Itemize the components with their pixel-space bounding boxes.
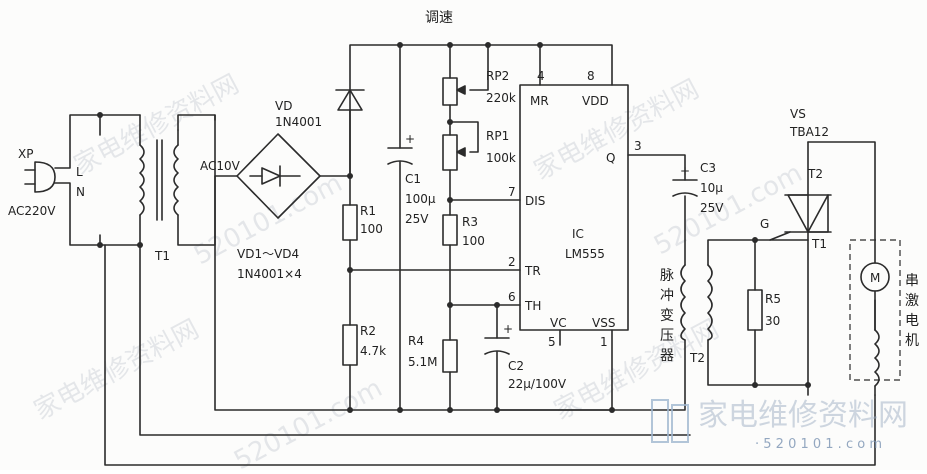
c3-plus: + bbox=[680, 164, 690, 178]
r3-value: 100 bbox=[462, 234, 485, 248]
triac-vs: VS TBA12 T2 G T1 bbox=[760, 107, 832, 251]
c1-plus: + bbox=[405, 132, 415, 146]
t1-label: T1 bbox=[154, 249, 170, 263]
pin5-number: 5 bbox=[548, 335, 556, 349]
pin6-number: 6 bbox=[508, 290, 516, 304]
r5-value: 30 bbox=[765, 314, 780, 328]
t2-xfmr-label: T2 bbox=[689, 351, 705, 365]
pin-vss: VSS bbox=[592, 316, 615, 330]
mains-plug: XP L N AC220V bbox=[8, 147, 85, 218]
ic-part-label: LM555 bbox=[565, 247, 605, 261]
motor-m-label: M bbox=[870, 271, 880, 285]
watermark-text: 家电维修资料网 bbox=[29, 314, 204, 426]
motor-char4: 机 bbox=[905, 333, 919, 349]
rp1-label: RP1 bbox=[486, 129, 509, 143]
capacitor-c3: + C3 10μ 25V bbox=[672, 161, 724, 215]
brand-watermark: 家电维修资料网 · 5 2 0 1 0 1 . c o m bbox=[651, 398, 908, 452]
plug-label: XP bbox=[18, 147, 33, 161]
vd-part-label: 1N4001 bbox=[275, 115, 322, 129]
r3-label: R3 bbox=[462, 215, 478, 229]
capacitor-c2: + C2 22μ/100V bbox=[484, 322, 567, 391]
pin-tr: TR bbox=[524, 264, 541, 278]
brand-text: 家电维修资料网 bbox=[698, 398, 908, 433]
r4-label: R4 bbox=[408, 334, 424, 348]
brand-url: · 5 2 0 1 0 1 . c o m bbox=[755, 437, 882, 452]
diode-vd: VD 1N4001 bbox=[275, 89, 365, 177]
vs-part-label: TBA12 bbox=[789, 125, 829, 139]
capacitor-c1: + C1 100μ 25V bbox=[387, 132, 436, 226]
rp2-label: RP2 bbox=[486, 69, 509, 83]
pulse-xfmr-char3: 变 bbox=[660, 308, 674, 324]
resistor-r2: R2 4.7k bbox=[342, 324, 386, 366]
line-label: L bbox=[76, 165, 83, 179]
resistor-r3: R3 100 bbox=[442, 214, 485, 248]
bridge-label: VD1～VD4 bbox=[237, 247, 299, 261]
pin-q: Q bbox=[606, 151, 615, 165]
neutral-label: N bbox=[76, 185, 85, 199]
triac-t1-label: T1 bbox=[811, 237, 827, 251]
ic-lm555: 4 8 3 7 2 6 5 1 MR VDD Q DIS TR TH VC VS… bbox=[508, 69, 642, 349]
triac-t2-label: T2 bbox=[807, 167, 823, 181]
pin-vc: VC bbox=[550, 316, 567, 330]
vd-label: VD bbox=[275, 99, 292, 113]
series-motor: M 串 激 电 机 bbox=[849, 239, 919, 396]
r1-label: R1 bbox=[360, 204, 376, 218]
potentiometer-rp2: RP2 220k 调速 bbox=[425, 10, 516, 106]
wires bbox=[54, 44, 876, 466]
pulse-xfmr-char5: 器 bbox=[660, 348, 674, 364]
r2-value: 4.7k bbox=[360, 344, 386, 358]
speed-adjust-label: 调速 bbox=[425, 10, 453, 26]
vs-label: VS bbox=[790, 107, 806, 121]
junctions bbox=[97, 42, 811, 413]
watermark-text: 家电维修资料网 bbox=[529, 74, 704, 186]
c3-voltage: 25V bbox=[700, 201, 724, 215]
watermark-url: 520101.com bbox=[649, 158, 807, 261]
c3-label: C3 bbox=[700, 161, 716, 175]
transformer-t1: T1 AC10V bbox=[139, 139, 241, 263]
motor-char1: 串 bbox=[905, 273, 919, 289]
pulse-xfmr-char1: 脉 bbox=[660, 268, 674, 284]
pin-vdd: VDD bbox=[582, 94, 609, 108]
rp1-value: 100k bbox=[486, 151, 516, 165]
pin7-number: 7 bbox=[508, 185, 516, 199]
c2-label: C2 bbox=[508, 359, 524, 373]
rp2-value: 220k bbox=[486, 91, 516, 105]
watermark-url: 520101.com bbox=[229, 373, 387, 470]
c1-value: 100μ bbox=[405, 192, 436, 206]
r2-label: R2 bbox=[360, 324, 376, 338]
resistor-r4: R4 5.1M bbox=[408, 334, 458, 373]
r4-value: 5.1M bbox=[408, 355, 437, 369]
pin-dis: DIS bbox=[525, 194, 545, 208]
pin1-number: 1 bbox=[600, 335, 608, 349]
pin-th: TH bbox=[524, 299, 541, 313]
c1-voltage: 25V bbox=[405, 212, 429, 226]
resistor-r5: R5 30 bbox=[747, 289, 781, 331]
c3-value: 10μ bbox=[700, 181, 723, 195]
r5-label: R5 bbox=[765, 292, 781, 306]
pin3-number: 3 bbox=[634, 139, 642, 153]
c1-label: C1 bbox=[405, 172, 421, 186]
bridge-rectifier: VD1～VD4 1N4001×4 bbox=[236, 133, 321, 281]
pulse-transformer: 脉 冲 变 压 器 T2 bbox=[660, 264, 713, 365]
motor-char2: 激 bbox=[905, 292, 919, 309]
c2-plus: + bbox=[503, 322, 513, 336]
pulse-xfmr-char2: 冲 bbox=[660, 288, 674, 304]
ic-label: IC bbox=[572, 227, 584, 241]
gate-label: G bbox=[760, 217, 769, 231]
pin-mr: MR bbox=[530, 94, 549, 108]
resistor-r1: R1 100 bbox=[342, 204, 383, 241]
bridge-part-label: 1N4001×4 bbox=[237, 267, 302, 281]
pulse-xfmr-char4: 压 bbox=[660, 328, 674, 344]
motor-char3: 电 bbox=[905, 313, 919, 329]
ac10-label: AC10V bbox=[200, 159, 241, 173]
c2-value: 22μ/100V bbox=[508, 377, 567, 391]
potentiometer-rp1: RP1 100k bbox=[442, 129, 516, 171]
mains-voltage-label: AC220V bbox=[8, 204, 56, 218]
pin8-number: 8 bbox=[587, 69, 595, 83]
r1-value: 100 bbox=[360, 222, 383, 236]
pin4-number: 4 bbox=[537, 69, 545, 83]
pin2-number: 2 bbox=[508, 255, 516, 269]
